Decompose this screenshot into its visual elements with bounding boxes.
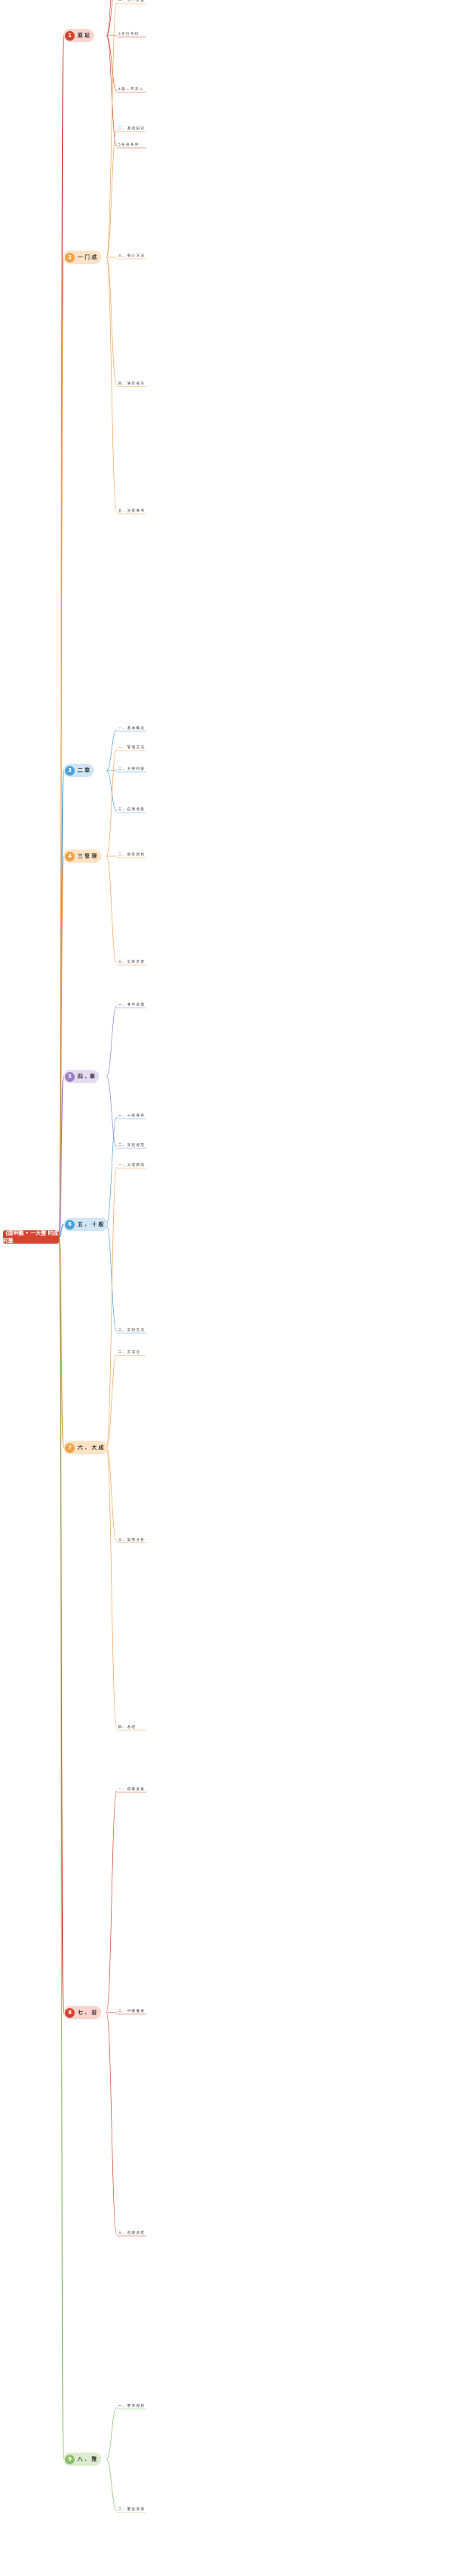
connector-subtopic <box>106 1447 118 1729</box>
subtopic-node[interactable]: 5.在 身 条 件 <box>118 143 139 147</box>
section-title: 七 、 前 <box>78 2010 97 2016</box>
connector-subtopic <box>106 1790 118 2013</box>
subtopic-node[interactable]: 二 、 组 织 结 构 <box>118 853 144 857</box>
connector-subtopic <box>106 0 112 36</box>
section-title: 四 、事 <box>78 1074 95 1079</box>
subtopic-node[interactable]: 三 、 后 期 总 结 <box>118 2231 144 2235</box>
subtopic-node[interactable]: 三 、 应 用 场 景 <box>118 808 144 812</box>
connector-subtopic <box>106 1 118 258</box>
section-title: 一 门 成 <box>78 254 97 260</box>
connector-subtopic <box>106 1076 118 1148</box>
connector-subtopic <box>106 2407 118 2460</box>
connector-subtopic <box>106 770 118 812</box>
connector-subtopic <box>106 257 118 513</box>
subtopic-node[interactable]: 一 、 大 成 原 则 <box>118 1164 144 1167</box>
connector-subtopic <box>106 748 118 857</box>
subtopic-node[interactable]: 一 、 事 件 处 理 <box>118 1003 144 1007</box>
subtopic-node[interactable]: 三 、 实 施 步 骤 <box>118 960 144 964</box>
subtopic-node[interactable]: 一 、 整 体 规 划 <box>118 2404 144 2408</box>
connector-subtopic <box>106 35 118 92</box>
subtopic-node[interactable]: 一 、 十 般 要 点 <box>118 1114 144 1118</box>
section-number-badge: 1 <box>65 30 75 41</box>
subtopic-node[interactable]: 一 、 入 门 步 骤 <box>118 0 144 3</box>
section-title: 八 、 整 <box>78 2456 97 2462</box>
connector-subtopic <box>106 35 118 147</box>
subtopic-node[interactable]: 3.合 任 务 状 <box>118 33 139 36</box>
subtopic-node[interactable]: 二 、 方 法 论 <box>118 1351 140 1355</box>
connector-root-section-7 <box>58 1236 64 1448</box>
connector-subtopic <box>106 2012 118 2235</box>
connector-root-section-8 <box>58 1236 64 2013</box>
subtopic-node[interactable]: 二 、 整 合 资 源 <box>118 2508 144 2512</box>
connector-subtopic <box>106 129 118 258</box>
subtopic-node[interactable]: 二 、 基 础 知 识 <box>118 126 144 131</box>
subtopic-node[interactable]: 二 、 主 要 内 容 <box>118 767 144 771</box>
section-number-badge: 6 <box>65 1219 75 1230</box>
section-number-badge: 4 <box>65 851 75 861</box>
connector-root-section-5 <box>58 1076 64 1238</box>
connector-subtopic <box>106 1353 118 1448</box>
subtopic-node[interactable]: 一 、 基 本 概 念 <box>118 727 144 731</box>
subtopic-node[interactable]: 4.第 一 节 次 入 <box>118 88 143 92</box>
subtopic-node[interactable]: 一 、 前 期 准 备 <box>118 1788 144 1792</box>
connector-subtopic <box>106 2458 118 2512</box>
subtopic-node[interactable]: 三 、 案 例 分 析 <box>118 1538 144 1542</box>
section-number-badge: 2 <box>65 252 75 262</box>
subtopic-node[interactable]: 二 、 实 践 方 法 <box>118 1329 144 1332</box>
section-number-badge: 9 <box>65 2454 75 2464</box>
root-node[interactable]: 《国甲鹏 • 一大整 时成时整 <box>3 1230 59 1244</box>
subtopic-node[interactable]: 二 、 流 程 规 范 <box>118 1144 144 1148</box>
connector-subtopic <box>106 0 113 36</box>
connector-subtopic <box>106 1006 118 1077</box>
subtopic-node[interactable]: 五 、 注 意 事 项 <box>118 509 144 513</box>
connector-root-section-6 <box>58 1224 64 1238</box>
connector-subtopic <box>106 257 118 385</box>
connector-subtopic <box>106 1447 118 1542</box>
section-title: 三 管 理 <box>78 853 97 859</box>
section-title: 原 站 <box>78 33 90 38</box>
connector-root-section-9 <box>58 1236 64 2460</box>
section-number-badge: 7 <box>65 1443 75 1453</box>
subtopic-node[interactable]: 四 、 进 阶 技 巧 <box>118 382 144 386</box>
connector-subtopic <box>106 1166 118 1448</box>
section-title: 五 、 十 般 <box>78 1221 104 1227</box>
connector-subtopic <box>106 1116 118 1225</box>
connector-subtopic <box>106 1224 118 1332</box>
subtopic-node[interactable]: 二 、 中 期 推 进 <box>118 2010 144 2013</box>
section-number-badge: 3 <box>65 765 75 776</box>
section-number-badge: 8 <box>65 2007 75 2018</box>
connector-subtopic <box>106 855 118 964</box>
subtopic-node[interactable]: 四 、 总 结 <box>118 1726 135 1729</box>
section-number-badge: 5 <box>65 1071 75 1082</box>
section-title: 二 章 <box>78 767 90 773</box>
subtopic-node[interactable]: 一 、 管 理 方 法 <box>118 746 144 750</box>
connector-subtopic <box>106 729 118 771</box>
section-title: 六 、 大 成 <box>78 1445 104 1451</box>
subtopic-node[interactable]: 三 、 核 心 方 法 <box>118 254 144 258</box>
